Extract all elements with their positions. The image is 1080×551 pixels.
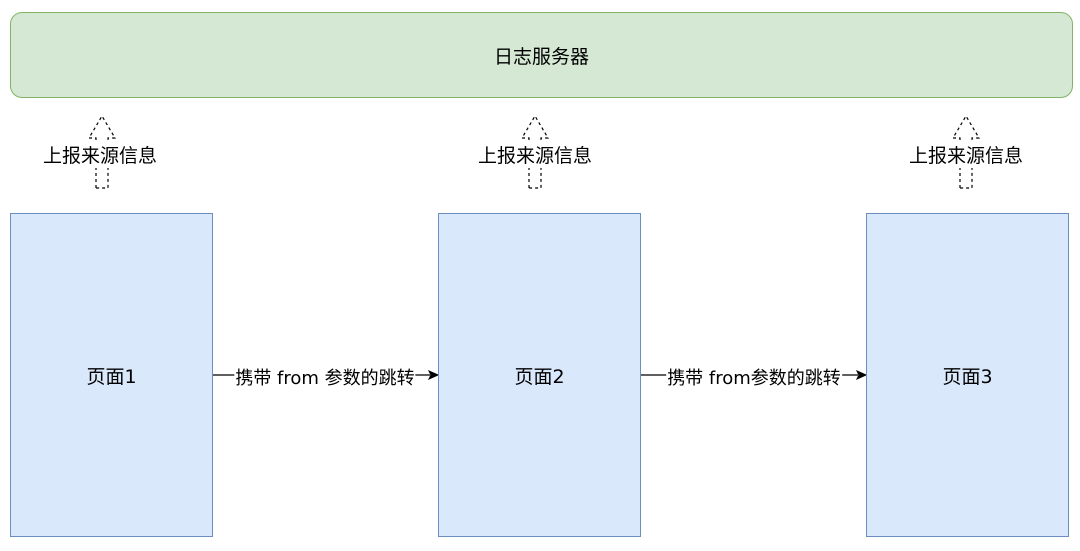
page-1-label: 页面1 <box>86 365 137 388</box>
page-3-label: 页面3 <box>942 365 993 388</box>
page-1-box: 页面1 <box>10 213 213 537</box>
log-server-box: 日志服务器 <box>10 12 1073 98</box>
log-server-label: 日志服务器 <box>493 45 589 68</box>
report-label-2: 上报来源信息 <box>475 141 595 168</box>
link-label-1: 携带 from 参数的跳转 <box>234 364 416 390</box>
report-label-3: 上报来源信息 <box>906 141 1026 168</box>
report-label-1: 上报来源信息 <box>40 141 160 168</box>
link-label-2: 携带 from参数的跳转 <box>666 364 842 390</box>
page-2-box: 页面2 <box>438 213 641 537</box>
page-2-label: 页面2 <box>514 365 565 388</box>
page-3-box: 页面3 <box>866 213 1069 537</box>
